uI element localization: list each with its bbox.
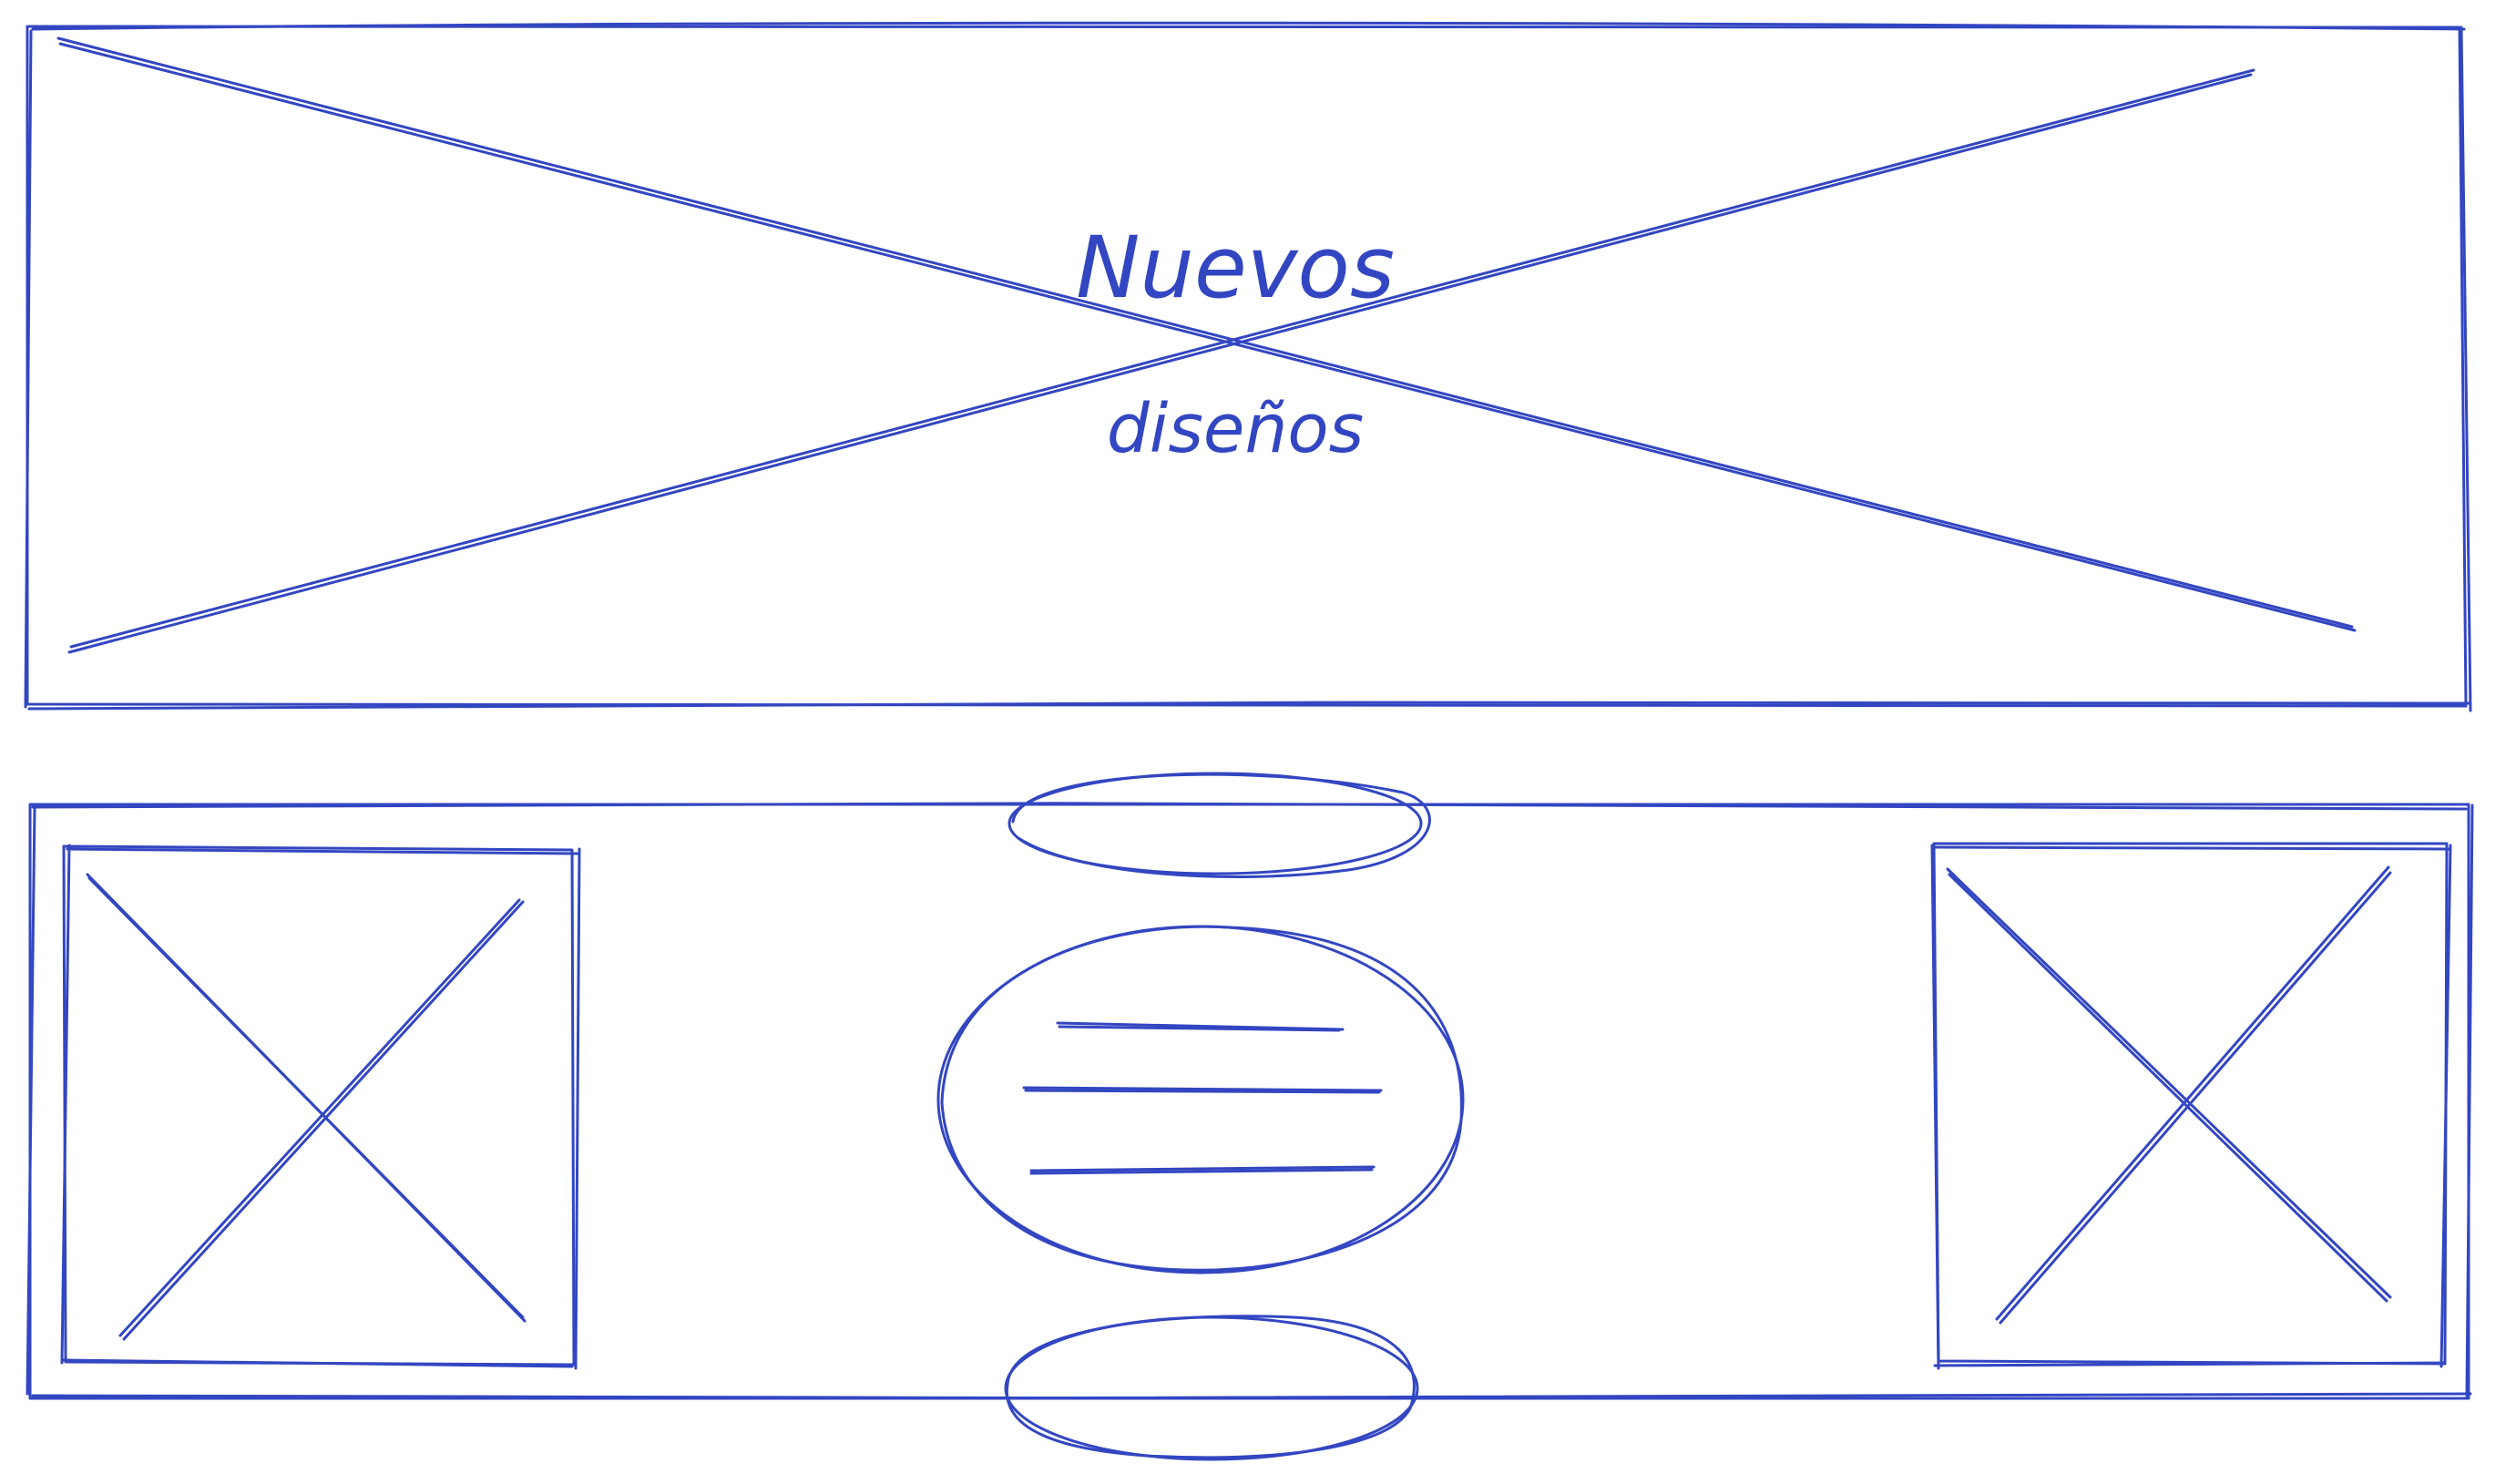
right-image-placeholder[interactable] [1930,842,2452,1370]
center-bottom-oval-button[interactable] [1004,1315,1419,1461]
hero-title: Nuevos [1076,219,1395,318]
hamburger-menu-icon [1022,1021,1383,1175]
hero-subtitle: diseños [1107,390,1364,468]
hero-image-placeholder-icon [56,36,2357,654]
right-x-cross-icon [1946,865,2392,1325]
left-image-placeholder[interactable] [60,844,581,1370]
center-top-oval-button[interactable] [1007,772,1431,878]
left-x-cross-icon [86,873,527,1341]
hero-banner [24,21,2472,712]
center-menu-oval[interactable] [936,925,1465,1274]
carousel-section [26,802,2474,1400]
